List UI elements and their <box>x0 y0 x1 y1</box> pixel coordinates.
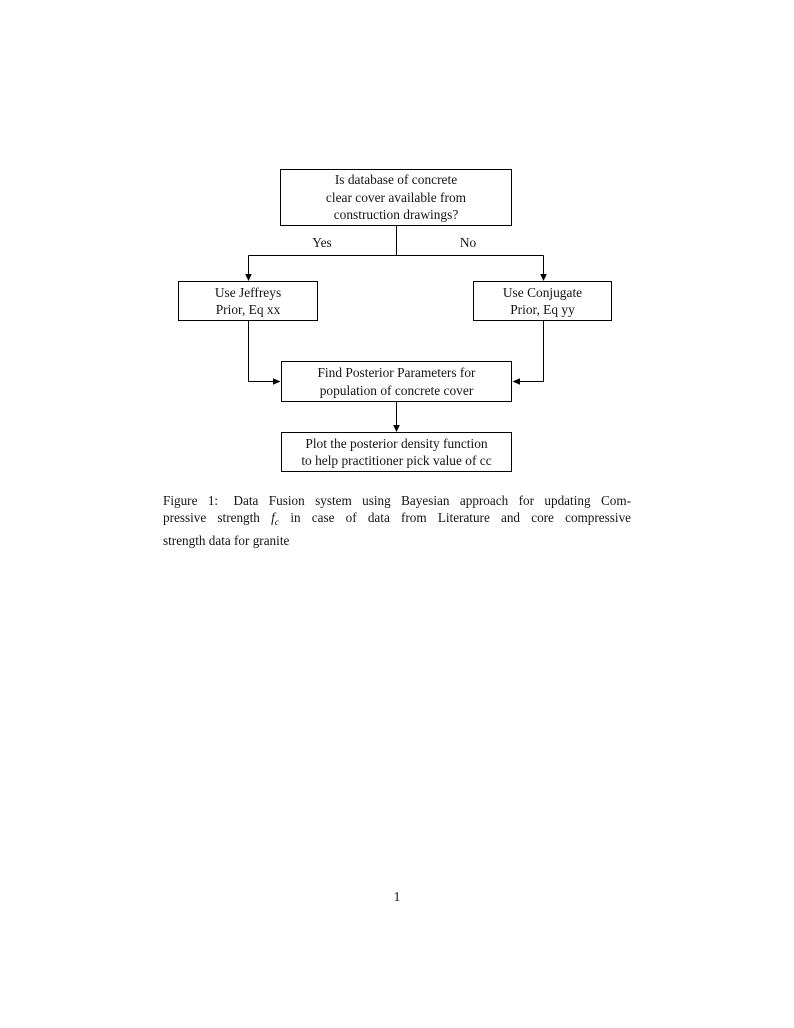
node-question-line: Is database of concrete <box>334 172 458 188</box>
node-question: Is database of concrete clear cover avai… <box>280 169 512 226</box>
caption-line-2: pressive strength fc in case of data fro… <box>163 509 631 531</box>
caption-text: Data Fusion system using Bayesian approa… <box>233 493 631 508</box>
page-number: 1 <box>393 889 401 904</box>
edge-jeffreys-to-posterior-line <box>248 321 273 382</box>
caption-line-3: strength data for granite <box>163 532 631 549</box>
figure-label: Figure 1: <box>163 493 219 508</box>
caption-line-1: Figure 1: Data Fusion system using Bayes… <box>163 492 631 509</box>
arrowhead-into-jeffreys <box>245 274 252 281</box>
flowchart-connectors <box>245 226 547 432</box>
figure-caption: Figure 1: Data Fusion system using Bayes… <box>163 492 631 549</box>
arrowhead-into-plot <box>393 425 400 432</box>
math-variable-f: f <box>271 510 275 526</box>
node-conjugate-prior: Use Conjugate Prior, Eq yy <box>473 281 612 321</box>
caption-text: strength data for granite <box>163 532 290 548</box>
edge-label-no: No <box>459 235 477 250</box>
arrowhead-into-conjugate <box>540 274 547 281</box>
edge-question-branch-line <box>248 226 544 275</box>
node-jeffreys-line: Prior, Eq xx <box>215 302 281 317</box>
node-posterior-line: Find Posterior Parameters for <box>317 365 476 381</box>
edge-conjugate-to-posterior-line <box>520 321 544 382</box>
node-conjugate-line: Prior, Eq yy <box>510 302 575 317</box>
caption-text: pressive strength <box>163 510 260 526</box>
node-question-line: construction drawings? <box>333 207 459 223</box>
node-plot-line: to help practitioner pick value of cc <box>301 453 492 468</box>
arrowhead-into-posterior-right <box>512 378 520 385</box>
math-subscript-c: c <box>274 517 280 529</box>
node-plot-density: Plot the posterior density function to h… <box>281 432 512 472</box>
flowchart-figure: Is database of concrete clear cover avai… <box>0 0 794 500</box>
node-find-posterior: Find Posterior Parameters for population… <box>281 361 512 402</box>
math-fc: fc <box>271 510 280 529</box>
caption-text: in case of data from Literature and core… <box>290 510 632 526</box>
node-plot-line: Plot the posterior density function <box>305 435 488 451</box>
node-question-line: clear cover available from <box>325 189 467 205</box>
node-conjugate-line: Use Conjugate <box>502 284 583 300</box>
edge-label-yes: Yes <box>312 235 332 250</box>
node-jeffreys-line: Use Jeffreys <box>214 284 282 300</box>
node-jeffreys-prior: Use Jeffreys Prior, Eq xx <box>178 281 318 321</box>
arrowhead-into-posterior-left <box>273 378 281 385</box>
node-posterior-line: population of concrete cover <box>319 382 474 398</box>
